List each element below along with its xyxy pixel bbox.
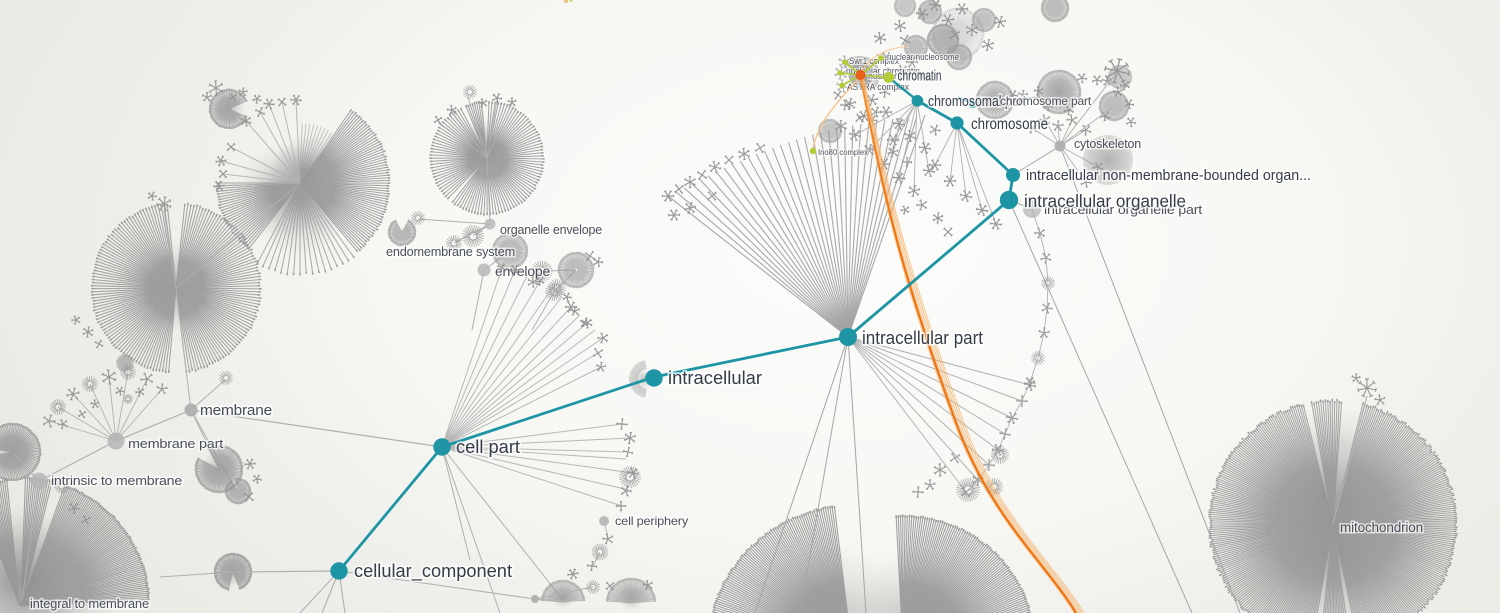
- svg-text:mitochondrion: mitochondrion: [1340, 520, 1423, 535]
- svg-text:intrinsic to membrane: intrinsic to membrane: [51, 474, 182, 488]
- svg-text:cell periphery: cell periphery: [615, 514, 688, 528]
- svg-text:nuclear nucleosome: nuclear nucleosome: [887, 52, 959, 62]
- svg-text:chromatin: chromatin: [898, 69, 942, 85]
- svg-text:endomembrane system: endomembrane system: [386, 245, 515, 259]
- svg-text:Ino80 complex: Ino80 complex: [818, 147, 869, 157]
- svg-text:integral to membrane: integral to membrane: [30, 597, 149, 611]
- svg-text:intracellular: intracellular: [668, 368, 762, 388]
- svg-text:chromosome: chromosome: [971, 116, 1048, 133]
- svg-text:chromosome part: chromosome part: [1000, 94, 1092, 108]
- svg-text:intracellular non-membrane-bou: intracellular non-membrane-bounded organ…: [1026, 168, 1311, 184]
- svg-text:cell part: cell part: [456, 437, 520, 457]
- svg-text:chromosomal part: chromosomal part: [928, 93, 1027, 110]
- svg-text:intracellular organelle part: intracellular organelle part: [1044, 203, 1203, 217]
- svg-text:intracellular organelle: intracellular organelle: [1024, 191, 1186, 211]
- svg-text:organelle envelope: organelle envelope: [500, 223, 602, 237]
- svg-text:intracellular part: intracellular part: [862, 328, 983, 348]
- svg-text:membrane part: membrane part: [128, 436, 224, 451]
- svg-text:envelope: envelope: [495, 264, 550, 279]
- svg-text:membrane: membrane: [200, 403, 272, 419]
- svg-text:cytoskeleton: cytoskeleton: [1074, 137, 1141, 151]
- svg-text:Swr1 complex: Swr1 complex: [849, 56, 899, 66]
- svg-text:cellular_component: cellular_component: [354, 561, 512, 582]
